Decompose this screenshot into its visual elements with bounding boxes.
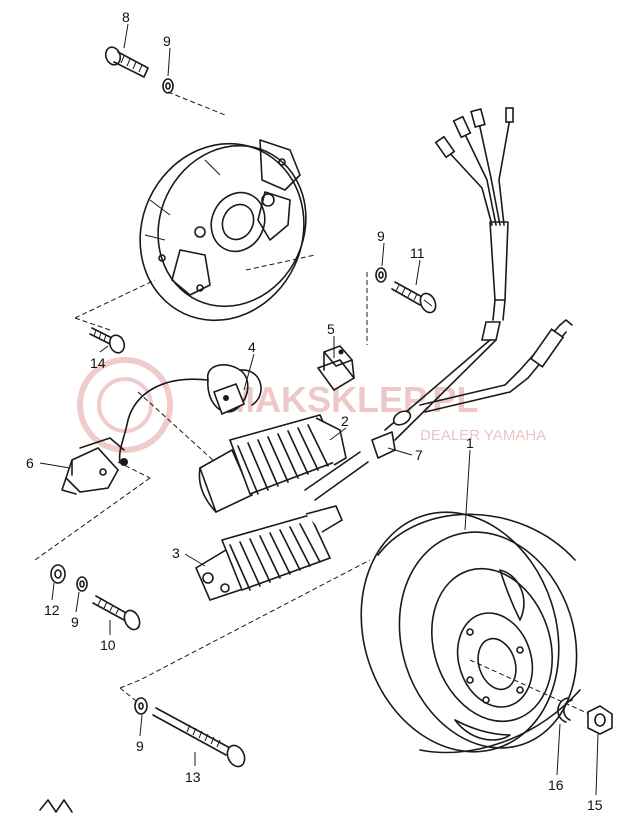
callout-12: 12 xyxy=(44,602,60,618)
nut-15 xyxy=(587,705,613,735)
callout-2: 2 xyxy=(341,413,349,429)
callout-9: 9 xyxy=(163,33,171,49)
contact-breaker-6 xyxy=(61,437,128,495)
callout-3: 3 xyxy=(172,545,180,561)
callout-15: 15 xyxy=(587,797,603,813)
callout-7: 7 xyxy=(415,447,423,463)
leader-lines xyxy=(39,23,599,796)
callout-9: 9 xyxy=(136,738,144,754)
watermark-tagline: DEALER YAMAHA xyxy=(420,427,546,444)
spring-washer-16 xyxy=(557,697,573,723)
callout-4: 4 xyxy=(248,339,256,355)
small-coil-4 xyxy=(118,364,262,463)
corner-logo xyxy=(39,799,73,813)
callout-10: 10 xyxy=(100,637,116,653)
callout-16: 16 xyxy=(548,777,564,793)
washer-9-bottom xyxy=(134,697,148,715)
screw-10 xyxy=(92,595,141,631)
washer-9-upper xyxy=(375,267,387,283)
callout-9: 9 xyxy=(377,228,385,244)
ignition-coil-3 xyxy=(194,505,344,601)
screw-11 xyxy=(391,281,437,314)
washer-9-top xyxy=(162,78,174,94)
callout-6: 6 xyxy=(26,455,34,471)
screw-14 xyxy=(89,327,126,354)
callout-labels: 8 9 9 11 14 5 4 2 7 6 1 3 12 9 10 9 13 1… xyxy=(26,9,603,813)
condenser-5 xyxy=(316,345,356,392)
flywheel-rotor-1 xyxy=(360,511,581,754)
stator-base-plate xyxy=(139,139,307,322)
callout-11: 11 xyxy=(410,245,425,261)
callout-13: 13 xyxy=(185,769,201,785)
bolt-13 xyxy=(152,707,246,768)
washer-12 xyxy=(50,564,66,584)
secondary-wire xyxy=(419,319,573,413)
callout-9: 9 xyxy=(71,614,79,630)
wire-harness xyxy=(384,107,514,441)
washer-9-left xyxy=(76,576,88,592)
callout-1: 1 xyxy=(466,435,474,451)
screw-8 xyxy=(104,46,149,78)
ignition-coil-2 xyxy=(198,414,347,514)
callout-14: 14 xyxy=(90,355,106,371)
callout-5: 5 xyxy=(327,321,335,337)
callout-8: 8 xyxy=(122,9,130,25)
